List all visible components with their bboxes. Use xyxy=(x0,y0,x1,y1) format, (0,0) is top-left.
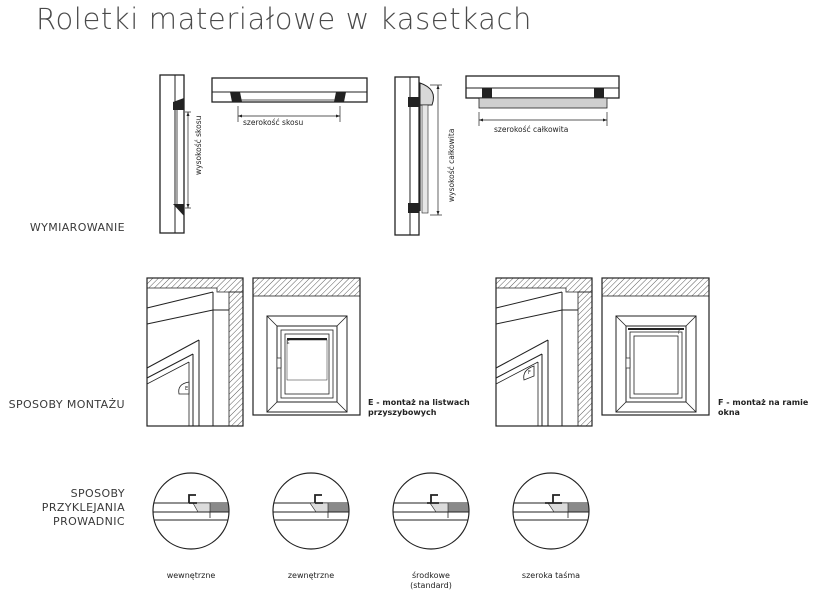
mounting-e-front-diagram: E xyxy=(252,277,361,416)
mounting-e-marker: E xyxy=(185,386,188,392)
section-label-line-3: PROWADNIC xyxy=(53,515,125,528)
total-height-label-wrap: wysokość całkowita xyxy=(445,90,457,210)
mounting-f-front-marker: F xyxy=(678,330,681,335)
total-height-label: wysokość całkowita xyxy=(447,129,456,202)
side-view-total-height-diagram xyxy=(394,76,442,236)
mounting-f-marker: F xyxy=(528,370,531,376)
mounting-e-caption: E - montaż na listwach przyszybowych xyxy=(368,398,470,418)
rail-option-inner-diagram xyxy=(152,472,230,550)
rail-option-caption-outer-line-1: zewnętrzne xyxy=(287,571,335,580)
top-view-glass-width-diagram xyxy=(211,77,368,122)
mounting-e-front-marker: E xyxy=(287,340,290,345)
glass-width-label: szerokość skosu xyxy=(243,118,304,127)
mounting-f-caption: F - montaż na ramie okna xyxy=(718,398,808,418)
glass-height-label: wysokość skosu xyxy=(194,115,203,175)
section-label-rail-adhesion: SPOSOBY PRZYKLEJANIA PROWADNIC xyxy=(42,487,125,529)
glass-height-label-wrap: wysokość skosu xyxy=(192,80,204,190)
rail-option-caption-wide-tape: szeroka taśma xyxy=(501,571,601,581)
rail-option-caption-center-line-1: środkowe xyxy=(412,571,450,580)
mounting-f-caption-line-1: F - montaż na ramie xyxy=(718,398,809,407)
section-label-line-1: SPOSOBY xyxy=(70,487,125,500)
section-label-line-2: PRZYKLEJANIA xyxy=(41,501,125,514)
rail-option-caption-center: środkowe (standard) xyxy=(381,571,481,591)
rail-option-caption-center-line-2: (standard) xyxy=(410,581,452,590)
rail-option-center-diagram xyxy=(392,472,470,550)
rail-option-caption-inner: wewnętrzne xyxy=(141,571,241,581)
top-view-total-width-diagram xyxy=(465,75,620,126)
mounting-e-caption-line-1: E - montaż na listwach xyxy=(368,398,470,407)
mounting-f-front-diagram: F xyxy=(601,277,710,416)
total-width-label: szerokość całkowita xyxy=(494,125,569,134)
rail-option-caption-inner-line-1: wewnętrzne xyxy=(166,571,216,580)
rail-option-caption-wide-tape-line-1: szeroka taśma xyxy=(521,571,581,580)
mounting-e-caption-line-2: przyszybowych xyxy=(368,408,437,417)
section-label-mounting: SPOSOBY MONTAŻU xyxy=(8,398,125,411)
mounting-f-caption-line-2: okna xyxy=(718,408,740,417)
rail-option-wide-tape-diagram xyxy=(512,472,590,550)
rail-option-outer-diagram xyxy=(272,472,350,550)
page-title: Roletki materiałowe w kasetkach xyxy=(36,2,532,36)
mounting-f-perspective-diagram: F xyxy=(495,277,593,427)
side-view-glass-height-diagram xyxy=(159,74,191,234)
section-label-dimensioning: WYMIAROWANIE xyxy=(29,221,125,234)
mounting-e-perspective-diagram: E xyxy=(146,277,244,427)
rail-option-caption-outer: zewnętrzne xyxy=(261,571,361,581)
